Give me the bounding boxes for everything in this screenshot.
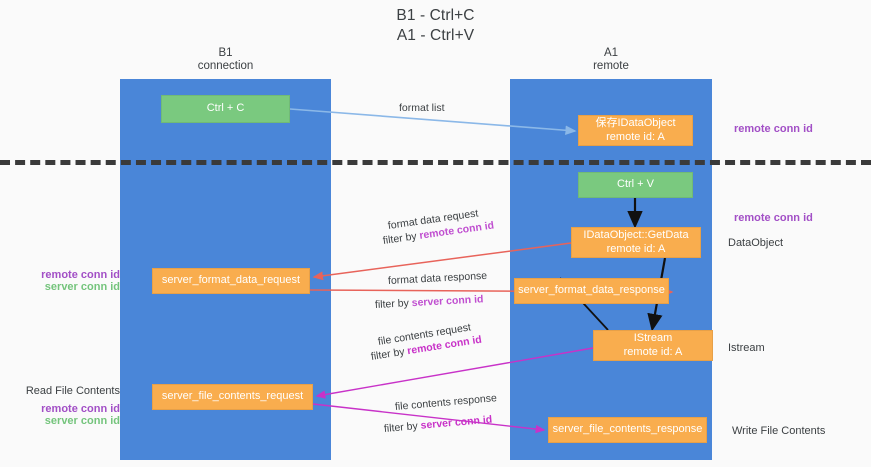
edge-label-filter-prefix-1: filter by: [382, 229, 421, 247]
node-save-idataobject-sublabel: remote id: A: [606, 130, 665, 143]
annotation-left-remote-conn-id-mid: remote conn id: [41, 269, 120, 281]
edge-label-filter-value-2: server conn id: [411, 293, 484, 310]
node-server-format-data-request[interactable]: server_format_data_request: [152, 268, 310, 294]
phase-divider: [0, 160, 871, 165]
annotation-read-file-contents: Read File Contents: [25, 385, 120, 397]
node-istream-label: IStream: [633, 332, 673, 344]
swimlane-header-b1: B1 connection: [120, 47, 331, 73]
edge-label-filter-prefix-4: filter by: [383, 419, 422, 435]
edge-label-filter-by-server-conn-id-2: filter by server conn id: [383, 413, 492, 436]
node-server-file-contents-request-label: server_file_contents_request: [161, 390, 304, 403]
node-save-idataobject[interactable]: 保存IDataObject remote id: A: [578, 115, 693, 146]
annotation-left-server-conn-id-bottom: server conn id: [44, 415, 120, 427]
node-ctrl-v[interactable]: Ctrl + V: [578, 172, 693, 198]
page-title-line1: B1 - Ctrl+C: [396, 7, 475, 24]
node-server-file-contents-response-label: server_file_contents_response: [552, 423, 703, 436]
node-idataobject-getdata-sublabel: remote id: A: [606, 242, 666, 255]
node-server-format-data-response[interactable]: server_format_data_response: [514, 278, 669, 304]
node-save-idataobject-label: 保存IDataObject: [595, 117, 676, 129]
node-ctrl-v-label: Ctrl + V: [617, 178, 654, 191]
edge-label-filter-by-server-conn-id-1: filter by server conn id: [375, 292, 484, 312]
node-ctrl-c[interactable]: Ctrl + C: [161, 95, 290, 123]
annotation-istream: Istream: [728, 342, 765, 354]
swimlane-header-b1-line2: connection: [197, 60, 254, 72]
page-title: B1 - Ctrl+C A1 - Ctrl+V: [0, 6, 871, 46]
node-ctrl-c-label: Ctrl + C: [206, 102, 245, 115]
node-server-file-contents-response[interactable]: server_file_contents_response: [548, 417, 707, 443]
node-idataobject-getdata[interactable]: IDataObject::GetData remote id: A: [571, 227, 701, 258]
annotation-left-remote-conn-id-bottom: remote conn id: [41, 403, 120, 415]
node-idataobject-getdata-label: IDataObject::GetData: [583, 229, 689, 241]
edge-label-filter-prefix-3: filter by: [370, 345, 409, 363]
edge-label-format-list: format list: [399, 102, 445, 114]
annotation-write-file-contents: Write File Contents: [732, 425, 826, 437]
page-title-line2: A1 - Ctrl+V: [396, 27, 475, 44]
node-istream-sublabel: remote id: A: [623, 345, 683, 358]
swimlane-header-a1-line1: A1: [603, 47, 619, 59]
edge-label-filter-prefix-2: filter by: [374, 297, 413, 311]
node-server-file-contents-request[interactable]: server_file_contents_request: [152, 384, 313, 410]
swimlane-header-b1-line1: B1: [218, 47, 233, 59]
edge-label-filter-value-4: server conn id: [420, 413, 493, 432]
annotation-dataobject: DataObject: [728, 237, 784, 249]
node-server-format-data-request-label: server_format_data_request: [161, 274, 301, 287]
edge-label-file-contents-response: file contents response: [394, 392, 498, 413]
edge-label-format-data-response: format data response: [387, 269, 488, 287]
swimlane-header-a1: A1 remote: [510, 47, 712, 73]
node-istream[interactable]: IStream remote id: A: [593, 330, 713, 361]
swimlane-header-a1-line2: remote: [593, 60, 629, 72]
annotation-remote-conn-id-mid: remote conn id: [734, 212, 813, 224]
annotation-remote-conn-id-top: remote conn id: [734, 123, 813, 135]
node-server-format-data-response-label: server_format_data_response: [518, 284, 665, 297]
annotation-left-server-conn-id-mid: server conn id: [44, 281, 120, 293]
